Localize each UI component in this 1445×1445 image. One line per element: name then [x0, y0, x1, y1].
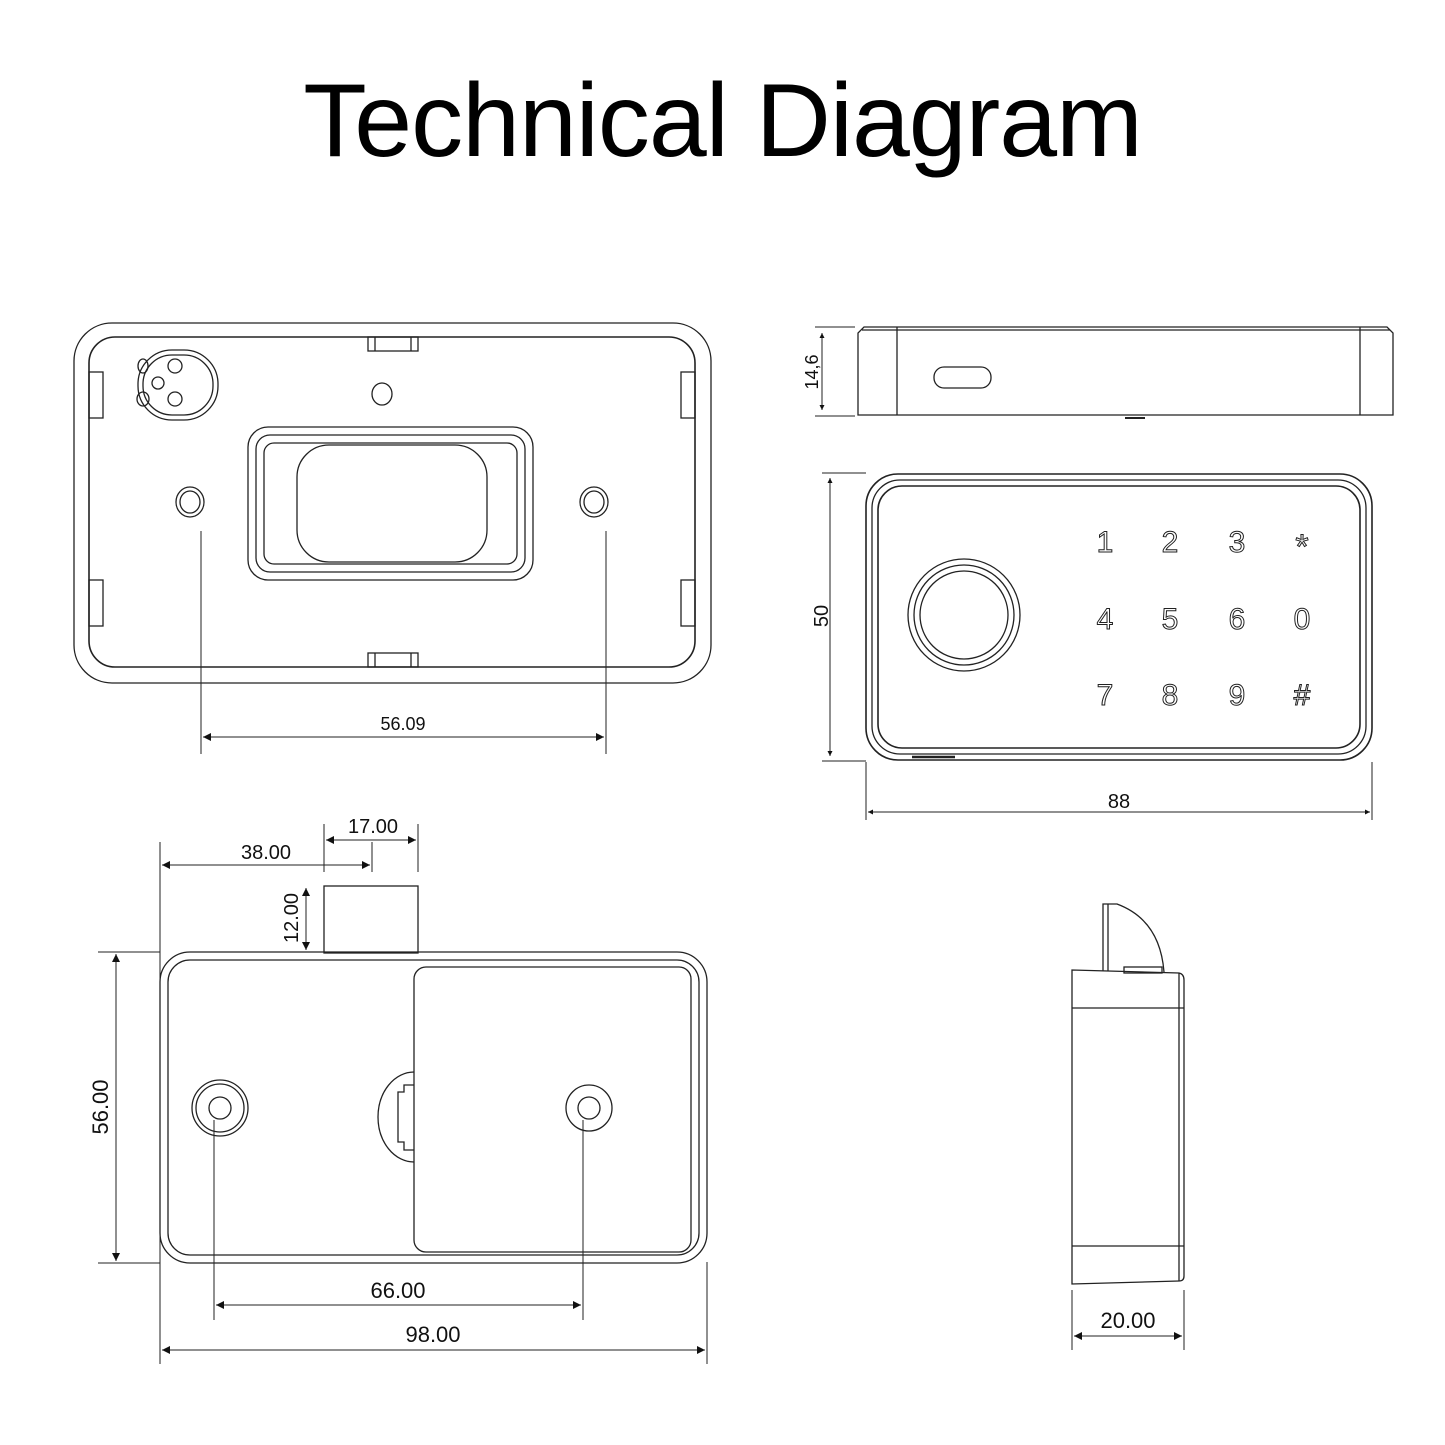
front-view: 1 2 3 * 4 5 6 0 7 8 9 # 50 88 [811, 472, 1373, 820]
cover-panel [413, 966, 692, 1253]
clip-top [367, 336, 419, 352]
key-4: 4 [1097, 603, 1114, 636]
dimension-depth: 20.00 [1100, 1308, 1155, 1333]
mount-hole-left [175, 486, 205, 518]
top-hole [371, 382, 393, 406]
connector-port [136, 349, 219, 421]
key-star: * [1295, 528, 1308, 566]
key-6: 6 [1229, 603, 1246, 636]
dimension-body-width: 98.00 [405, 1322, 460, 1347]
screw-hole-right [565, 1084, 613, 1132]
key-0: 0 [1294, 603, 1311, 636]
key-9: 9 [1229, 679, 1246, 712]
dimension-bolt-offset: 38.00 [241, 842, 291, 864]
page-title: Technical Diagram [303, 63, 1142, 179]
key-1: 1 [1097, 526, 1114, 559]
key-7: 7 [1097, 679, 1114, 712]
keypad: 1 2 3 * 4 5 6 0 7 8 9 # [1096, 526, 1311, 713]
fingerprint-sensor [907, 558, 1021, 672]
top-side-view: 14,6 [802, 326, 1394, 419]
usb-port [933, 366, 992, 389]
dimension-width: 88 [1108, 791, 1130, 813]
back-view: 56.09 [73, 322, 712, 754]
dimension-body-height: 56.00 [88, 1079, 113, 1134]
dimension-hole-spacing: 56.09 [380, 714, 425, 734]
center-opening [296, 444, 488, 563]
clip-bottom [367, 652, 419, 668]
key-3: 3 [1229, 526, 1246, 559]
clip-left [88, 371, 104, 627]
dimension-bolt-height: 12.00 [281, 893, 303, 943]
lock-side-view: 20.00 [1071, 903, 1185, 1350]
clip-right [680, 371, 696, 627]
cam-arc [377, 1071, 415, 1163]
key-2: 2 [1162, 526, 1179, 559]
bolt [323, 885, 419, 954]
dimension-height: 50 [811, 605, 833, 627]
key-hash: # [1294, 679, 1311, 712]
dimension-height: 14,6 [802, 354, 822, 389]
lock-body-view: 38.00 17.00 12.00 56.00 66.00 98.00 [88, 816, 708, 1364]
dimension-bolt-width: 17.00 [348, 816, 398, 838]
bolt-profile [1102, 903, 1165, 973]
dimension-hole-spacing: 66.00 [370, 1278, 425, 1303]
screw-hole-left [191, 1079, 249, 1137]
mount-hole-right [579, 486, 609, 518]
key-8: 8 [1162, 679, 1179, 712]
key-5: 5 [1162, 603, 1179, 636]
